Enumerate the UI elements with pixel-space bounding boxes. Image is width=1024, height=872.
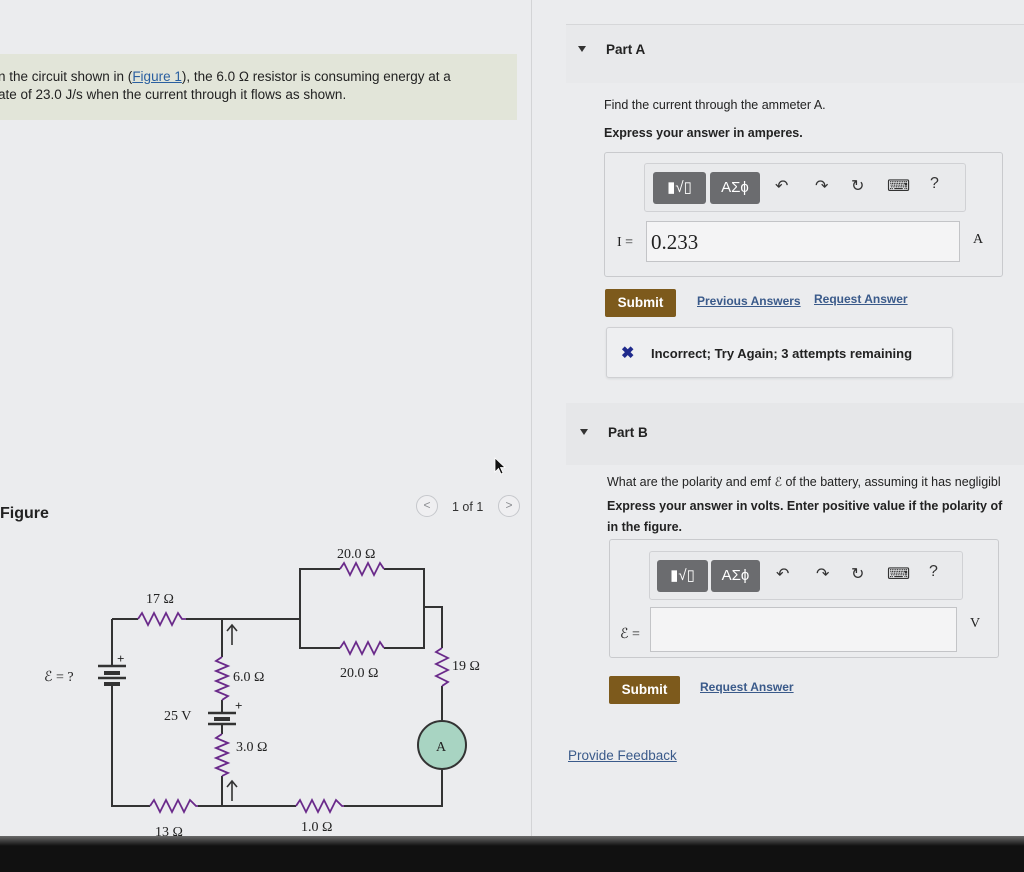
wire xyxy=(384,568,443,648)
part-a-unit: A xyxy=(973,232,984,247)
redo-icon[interactable]: ↷ xyxy=(815,178,829,195)
ammeter-label: A xyxy=(436,740,447,755)
part-b-instruction-2: in the figure. xyxy=(607,520,682,534)
circuit-diagram: A 20.0 Ω 20.0 Ω 17 Ω 6.0 Ω 3.0 Ω 19 Ω 13… xyxy=(44,547,480,836)
figure-link[interactable]: Figure 1 xyxy=(132,69,182,84)
problem-statement: n the circuit shown in (Figure 1), the 6… xyxy=(0,54,517,120)
pane-divider xyxy=(531,0,532,836)
problem-line-2: ate of 23.0 J/s when the current through… xyxy=(0,87,347,102)
part-b-title: Part B xyxy=(608,425,648,440)
wire xyxy=(222,618,340,649)
label-r-top: 20.0 Ω xyxy=(337,547,375,562)
label-emf: ℰ = ? xyxy=(44,670,74,685)
current-arrow-icon xyxy=(226,779,238,801)
wire xyxy=(186,618,223,657)
next-figure-button[interactable]: > xyxy=(498,495,520,517)
templates-button[interactable]: ▮√▯ xyxy=(657,560,708,592)
wire xyxy=(299,568,340,619)
label-r19: 19 Ω xyxy=(452,659,480,674)
templates-button[interactable]: ▮√▯ xyxy=(653,172,706,204)
label-25v: 25 V xyxy=(164,709,191,724)
problem-text: n the circuit shown in ( xyxy=(0,69,133,84)
part-b-instruction-1: Express your answer in volts. Enter posi… xyxy=(607,499,1003,513)
part-b-question: What are the polarity and emf ℰ of the b… xyxy=(607,475,1001,489)
battery-emf xyxy=(98,664,126,686)
prev-figure-button[interactable]: < xyxy=(416,495,438,517)
feedback-text: Incorrect; Try Again; 3 attempts remaini… xyxy=(651,346,913,361)
part-a-instruction: Express your answer in amperes. xyxy=(604,126,803,140)
collapse-triangle-icon xyxy=(578,46,586,52)
current-arrow-icon xyxy=(226,623,238,645)
keyboard-icon[interactable]: ⌨ xyxy=(887,566,911,583)
part-b-header-band xyxy=(566,403,1024,465)
label-r1: 1.0 Ω xyxy=(301,820,332,835)
resistor-3 xyxy=(213,733,231,777)
part-b-request-answer-link[interactable]: Request Answer xyxy=(700,680,794,694)
wire xyxy=(111,684,150,807)
resistor-20-top xyxy=(339,560,385,578)
part-a-submit-button[interactable]: Submit xyxy=(605,289,676,317)
resistor-17 xyxy=(137,610,186,628)
label-r13: 13 Ω xyxy=(155,825,183,836)
help-icon[interactable]: ? xyxy=(930,175,939,192)
mouse-cursor-icon xyxy=(494,457,507,475)
undo-icon[interactable]: ↶ xyxy=(775,178,789,195)
part-b-submit-button[interactable]: Submit xyxy=(609,676,680,704)
resistor-6 xyxy=(213,656,231,701)
ammeter xyxy=(417,720,467,770)
part-a-request-answer-link[interactable]: Request Answer xyxy=(814,292,908,306)
symbols-button[interactable]: ΑΣϕ xyxy=(710,172,760,204)
undo-icon[interactable]: ↶ xyxy=(776,566,790,583)
label-r3: 3.0 Ω xyxy=(236,740,267,755)
figure-heading: Figure xyxy=(0,505,49,522)
part-b-unit: V xyxy=(970,616,981,631)
reset-icon[interactable]: ↻ xyxy=(851,178,865,195)
label-r17: 17 Ω xyxy=(146,592,174,607)
incorrect-feedback: ✖ Incorrect; Try Again; 3 attempts remai… xyxy=(606,327,953,378)
problem-text: ), the 6.0 Ω resistor is consuming energ… xyxy=(181,69,451,84)
provide-feedback-link[interactable]: Provide Feedback xyxy=(568,748,677,763)
battery-25v xyxy=(208,711,236,726)
symbols-button[interactable]: ΑΣϕ xyxy=(711,560,760,592)
screen-bezel xyxy=(0,836,1024,872)
part-a-math-toolbar: ▮√▯ ΑΣϕ ↶ ↷ ↻ ⌨ ? xyxy=(644,163,966,212)
collapse-triangle-icon xyxy=(580,429,588,435)
reset-icon[interactable]: ↻ xyxy=(851,566,865,583)
part-a-answer-input[interactable]: 0.233 xyxy=(646,221,960,262)
resistor-20-mid xyxy=(339,639,385,657)
redo-icon[interactable]: ↷ xyxy=(816,566,830,583)
part-b-math-toolbar: ▮√▯ ΑΣϕ ↶ ↷ ↻ ⌨ ? xyxy=(649,551,963,600)
previous-answers-link[interactable]: Previous Answers xyxy=(697,294,801,308)
part-a-question: Find the current through the ammeter A. xyxy=(604,98,826,112)
resistor-19 xyxy=(433,647,451,687)
resistor-1 xyxy=(295,797,344,815)
part-a-variable: I = xyxy=(617,235,634,250)
part-b-toggle[interactable]: Part B xyxy=(580,425,648,440)
help-icon[interactable]: ? xyxy=(929,563,938,580)
plus-sign-emf: + xyxy=(117,651,124,666)
label-r-mid: 20.0 Ω xyxy=(340,666,378,681)
part-b-answer-input[interactable] xyxy=(650,607,957,652)
keyboard-icon[interactable]: ⌨ xyxy=(887,178,911,195)
incorrect-x-icon: ✖ xyxy=(621,345,635,362)
wire xyxy=(384,607,425,649)
part-a-title: Part A xyxy=(606,42,646,57)
part-a-header-band xyxy=(566,24,1024,83)
problem-line-1: n the circuit shown in (Figure 1), the 6… xyxy=(0,68,451,86)
figure-pager: 1 of 1 xyxy=(452,500,484,514)
wire xyxy=(344,770,443,807)
part-b-variable: ℰ = xyxy=(620,627,640,642)
resistor-13 xyxy=(149,797,198,815)
label-r6: 6.0 Ω xyxy=(233,670,264,685)
part-a-toggle[interactable]: Part A xyxy=(578,42,645,57)
plus-sign-25v: + xyxy=(235,698,242,713)
